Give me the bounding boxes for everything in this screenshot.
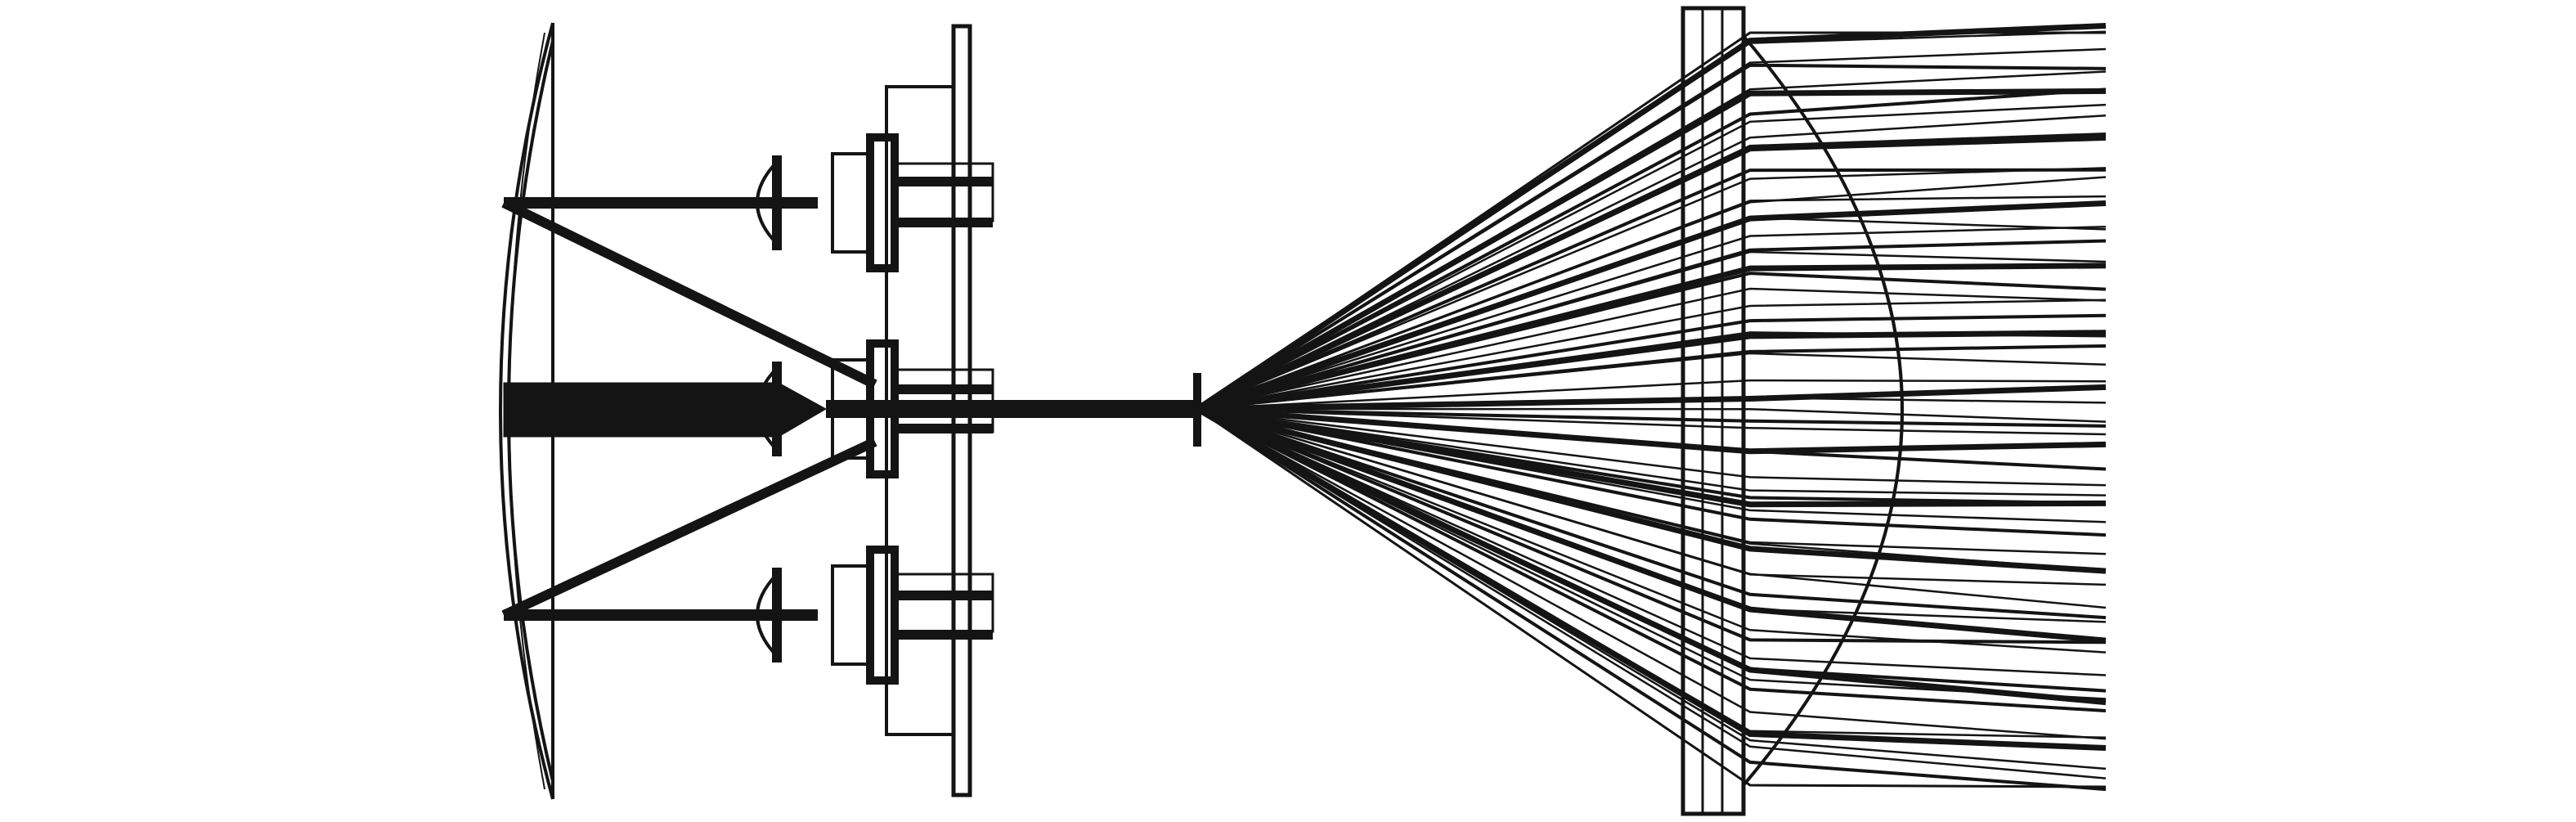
- ray: [1196, 407, 2107, 620]
- ray: [1196, 407, 2107, 423]
- ray: [1196, 272, 2107, 411]
- ray: [1196, 225, 2107, 411]
- ray: [1196, 407, 2107, 654]
- ray: [1196, 168, 2107, 411]
- ray: [1196, 287, 2107, 411]
- ray: [1196, 396, 2107, 411]
- mounting-plate: [885, 24, 972, 797]
- ray: [1196, 379, 2107, 411]
- beam-top-diagonal: [501, 198, 877, 389]
- plate-bracket: [885, 85, 954, 736]
- lens-cap-center: [756, 366, 779, 451]
- lens-cap-top: [756, 160, 779, 245]
- ray: [1196, 63, 2107, 411]
- ray: [1196, 114, 2107, 411]
- ray: [1196, 134, 2107, 412]
- mirror-surface-outer: [499, 22, 554, 800]
- ray: [1196, 407, 2107, 700]
- ray: [1196, 103, 2107, 411]
- ray: [1196, 407, 2107, 645]
- ray: [1196, 250, 2107, 411]
- ray: [1196, 407, 2107, 740]
- ray: [1196, 331, 2107, 411]
- ray-envelope-bottom: [1196, 407, 2107, 788]
- ray: [1196, 406, 2107, 706]
- ray: [1196, 407, 2107, 779]
- ray: [1196, 407, 2107, 609]
- ray: [1196, 195, 2107, 411]
- ray: [1196, 330, 2107, 412]
- ray: [1196, 313, 2107, 411]
- ray-envelope-top: [1196, 31, 2106, 411]
- ray: [1196, 407, 2107, 487]
- plate-board: [951, 24, 972, 797]
- beam-center-wedge: [503, 382, 828, 438]
- ray: [1196, 407, 2107, 428]
- ray: [1196, 407, 2107, 471]
- ray: [1196, 407, 2107, 676]
- ray: [1196, 406, 2107, 751]
- ray: [1196, 88, 2107, 412]
- transmitter-top: [756, 133, 994, 272]
- ray: [1196, 407, 2107, 792]
- ray-fan: [1196, 23, 2107, 792]
- beam-bottom-diagonal: [501, 437, 877, 620]
- transmitter-bottom: [756, 546, 994, 685]
- lens-cap-bottom: [756, 573, 779, 658]
- ray: [1196, 299, 2107, 411]
- output-lens: [1681, 6, 1904, 816]
- ray: [1196, 407, 2107, 712]
- transmitter-center: [756, 339, 994, 478]
- ray: [1196, 406, 2107, 508]
- ray: [1196, 406, 2107, 644]
- ray: [1196, 407, 2107, 436]
- lens-window: [1681, 6, 1746, 816]
- lens-curved-surface: [1742, 34, 1904, 787]
- ray: [1196, 407, 2107, 496]
- ray: [1196, 407, 2107, 537]
- ray: [1196, 407, 2107, 523]
- ray: [1196, 88, 2107, 411]
- ray: [1196, 407, 2107, 770]
- ray: [1196, 216, 2107, 411]
- ray: [1196, 406, 2107, 574]
- ray: [1196, 352, 2107, 411]
